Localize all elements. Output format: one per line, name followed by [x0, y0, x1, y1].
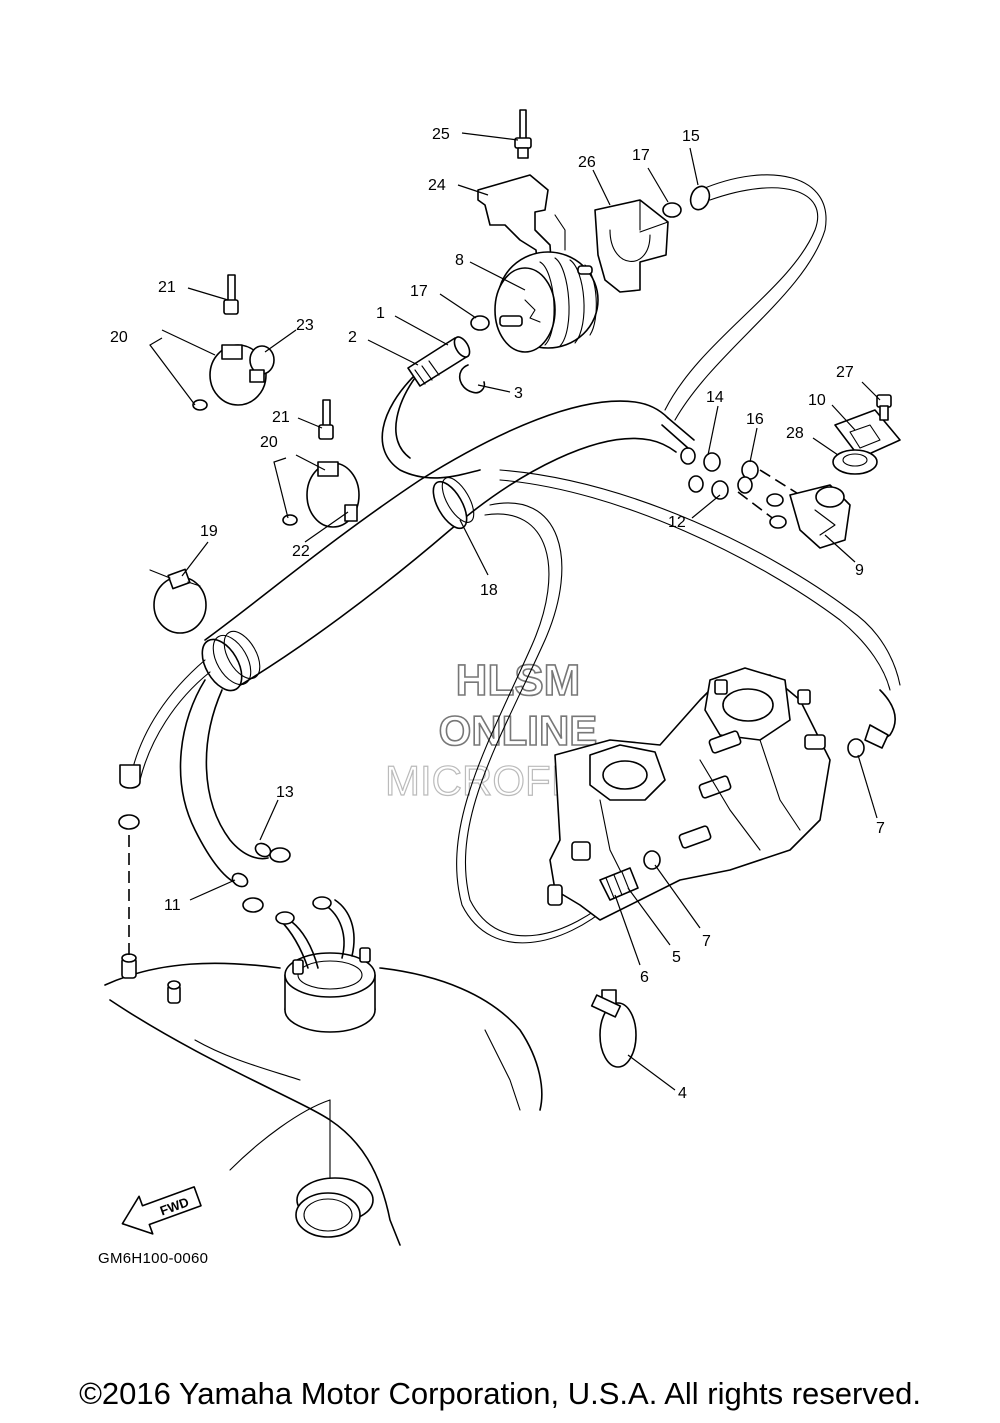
leader-lines	[149, 132, 881, 1091]
callout-18: 18	[480, 582, 498, 599]
callout-25: 25	[432, 126, 450, 143]
carburetor	[547, 667, 889, 921]
watermark-line-1: HLSM	[456, 656, 581, 705]
callout-24: 24	[428, 177, 446, 194]
fuel-cock	[661, 394, 901, 549]
callout-6: 6	[640, 969, 649, 986]
fuel-tank	[104, 764, 543, 1246]
hoses	[129, 174, 901, 944]
callout-20-lower: 20	[260, 434, 278, 451]
bolt-25	[514, 109, 532, 159]
callout-28: 28	[786, 425, 804, 442]
copyright-notice: ©2016 Yamaha Motor Corporation, U.S.A. A…	[79, 1376, 921, 1411]
callout-3: 3	[514, 385, 523, 402]
callout-21-upper: 21	[158, 279, 176, 296]
callout-19: 19	[200, 523, 218, 540]
clamp-17-upper	[662, 202, 682, 218]
clamp-17-lower	[470, 315, 490, 331]
callout-14: 14	[706, 389, 724, 406]
callout-7-right: 7	[876, 820, 885, 837]
callout-7-carb: 7	[702, 933, 711, 950]
callout-17-lower: 17	[410, 283, 428, 300]
callout-10: 10	[808, 392, 826, 409]
callout-23: 23	[296, 317, 314, 334]
fwd-arrow-icon: FWD	[121, 1186, 202, 1235]
watermark-line-2: ONLINE	[439, 707, 598, 754]
drawing-code: GM6H100-0060	[98, 1250, 209, 1267]
callout-5: 5	[672, 949, 681, 966]
callout-12: 12	[668, 514, 686, 531]
callout-1: 1	[376, 305, 385, 322]
fuel-filter	[407, 109, 711, 394]
hose-end-1-2	[407, 336, 471, 387]
callout-8: 8	[455, 252, 464, 269]
callout-13: 13	[276, 784, 294, 801]
callout-20-upper: 20	[110, 329, 128, 346]
clip-3	[459, 364, 486, 394]
filter-8	[494, 251, 599, 353]
callout-21-lower: 21	[272, 409, 290, 426]
callout-9: 9	[855, 562, 864, 579]
filter-holder-26	[594, 199, 669, 293]
clamps	[149, 274, 637, 1068]
callout-2: 2	[348, 329, 357, 346]
callout-26: 26	[578, 154, 596, 171]
callout-16: 16	[746, 411, 764, 428]
callout-labels: 1 2 3 4 5 6 7 7 7 8 9 10 11 12 13 14 15 …	[110, 126, 885, 1102]
callout-22: 22	[292, 543, 310, 560]
callout-11: 11	[164, 897, 181, 914]
callout-27: 27	[836, 364, 854, 381]
callout-17-upper: 17	[632, 147, 650, 164]
callout-15: 15	[682, 128, 700, 145]
callout-4: 4	[678, 1085, 687, 1102]
